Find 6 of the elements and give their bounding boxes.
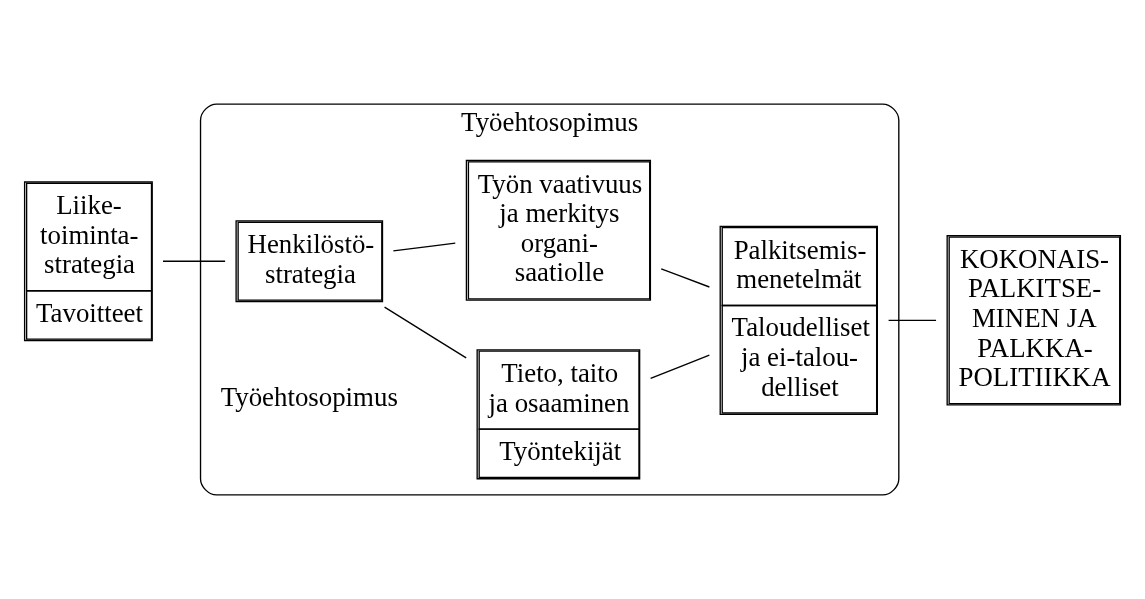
connector — [383, 306, 467, 359]
connector — [162, 260, 226, 262]
connector — [649, 354, 710, 380]
connector — [660, 268, 711, 288]
connector — [392, 242, 456, 252]
connector — [887, 319, 937, 321]
